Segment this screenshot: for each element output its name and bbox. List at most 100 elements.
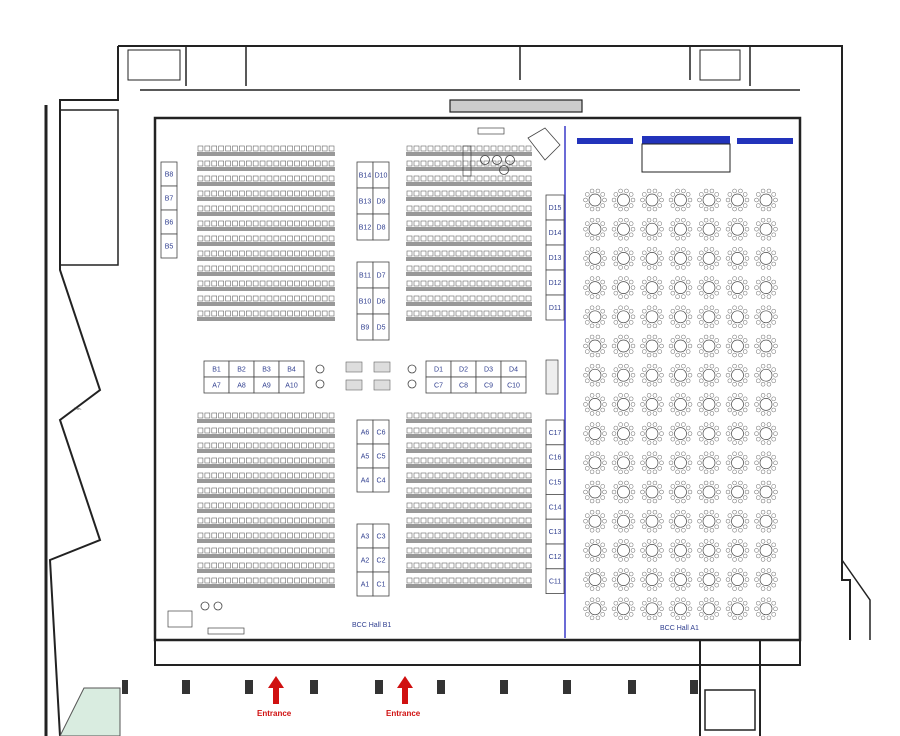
round-chair	[732, 294, 737, 299]
booth-c10[interactable]: C10	[500, 376, 527, 394]
table-row	[197, 167, 335, 171]
booth-d13[interactable]: D13	[545, 244, 565, 271]
round-chair	[714, 454, 719, 460]
booth-c14[interactable]: C14	[545, 493, 565, 520]
chair	[427, 577, 434, 584]
round-chair	[699, 454, 704, 460]
booth-b9[interactable]: B9	[356, 313, 374, 341]
round-chair	[595, 440, 601, 445]
round-chair	[600, 553, 605, 559]
booth-c16[interactable]: C16	[545, 444, 565, 470]
booth-a7[interactable]: A7	[203, 376, 230, 394]
booth-d14[interactable]: D14	[545, 219, 565, 246]
booth-a10[interactable]: A10	[278, 376, 305, 394]
booth-d7[interactable]: D7	[372, 261, 390, 289]
booth-b13[interactable]: B13	[356, 187, 374, 215]
chair	[266, 175, 273, 182]
booth-d4[interactable]: D4	[500, 360, 527, 378]
booth-b5[interactable]: B5	[160, 233, 178, 259]
booth-b8[interactable]: B8	[160, 161, 178, 187]
booth-c3[interactable]: C3	[372, 523, 390, 549]
booth-c5[interactable]: C5	[372, 443, 390, 469]
booth-c13[interactable]: C13	[545, 518, 565, 545]
round-chair	[624, 381, 629, 387]
round-chair	[760, 568, 766, 573]
chair	[406, 205, 413, 212]
booth-b2[interactable]: B2	[228, 360, 255, 378]
booth-d10[interactable]: D10	[372, 161, 390, 189]
booth-c6[interactable]: C6	[372, 419, 390, 445]
booth-a5[interactable]: A5	[356, 443, 374, 469]
booth-c11[interactable]: C11	[545, 568, 565, 594]
chair	[420, 532, 427, 539]
chair	[441, 472, 448, 479]
round-chair	[685, 513, 691, 518]
booth-c15[interactable]: C15	[545, 469, 565, 495]
round-chair	[732, 276, 737, 281]
booth-d6[interactable]: D6	[372, 287, 390, 315]
booth-b10[interactable]: B10	[356, 287, 374, 315]
booth-d8[interactable]: D8	[372, 213, 390, 241]
entrance-left[interactable]: Entrance	[257, 676, 292, 718]
booth-c9[interactable]: C9	[475, 376, 502, 394]
round-chair	[628, 338, 634, 343]
booth-c7[interactable]: C7	[425, 376, 452, 394]
booth-b14[interactable]: B14	[356, 161, 374, 189]
chair	[314, 412, 321, 419]
round-chair	[703, 539, 709, 544]
chair	[511, 250, 518, 257]
chair	[413, 250, 420, 257]
round-table	[674, 544, 687, 557]
booth-d12[interactable]: D12	[545, 269, 565, 296]
booth-d1[interactable]: D1	[425, 360, 452, 378]
booth-c12[interactable]: C12	[545, 543, 565, 570]
booth-a3[interactable]: A3	[356, 523, 374, 549]
chair	[252, 175, 259, 182]
booth-b7[interactable]: B7	[160, 185, 178, 211]
entrance-right[interactable]: Entrance	[386, 676, 421, 718]
booth-a8[interactable]: A8	[228, 376, 255, 394]
chair	[287, 427, 293, 434]
booth-b1[interactable]: B1	[203, 360, 230, 378]
chair	[308, 442, 314, 449]
booth-b11[interactable]: B11	[356, 261, 374, 289]
round-chair	[613, 454, 619, 460]
booth-b3[interactable]: B3	[253, 360, 280, 378]
booth-d15[interactable]: D15	[545, 194, 565, 221]
booth-b12[interactable]: B12	[356, 213, 374, 241]
chair	[273, 175, 280, 182]
booth-a2[interactable]: A2	[356, 547, 374, 573]
booth-b4[interactable]: B4	[278, 360, 305, 378]
booth-c8[interactable]: C8	[450, 376, 477, 394]
booth-d3[interactable]: D3	[475, 360, 502, 378]
round-table	[759, 514, 773, 528]
booth-d5[interactable]: D5	[372, 313, 390, 341]
booth-d9[interactable]: D9	[372, 187, 390, 215]
booth-d11[interactable]: D11	[545, 294, 565, 321]
round-chair	[716, 489, 721, 495]
chair	[427, 190, 434, 197]
booth-c4[interactable]: C4	[372, 467, 390, 493]
booth-a1[interactable]: A1	[356, 571, 374, 597]
round-chair	[628, 320, 634, 325]
booth-d2[interactable]: D2	[450, 360, 477, 378]
round-chair	[668, 343, 674, 349]
chair	[266, 310, 273, 317]
round-chair	[738, 323, 743, 329]
booth-a4[interactable]: A4	[356, 467, 374, 493]
chair	[497, 472, 504, 479]
booth-c1[interactable]: C1	[372, 571, 390, 597]
round-chair	[773, 460, 778, 466]
booth-b6[interactable]: B6	[160, 209, 178, 235]
round-chair	[727, 203, 733, 208]
round-chair	[642, 571, 647, 577]
chair	[204, 562, 211, 569]
booth-c17[interactable]: C17	[545, 419, 565, 446]
chair	[413, 235, 420, 242]
booth-a9[interactable]: A9	[253, 376, 280, 394]
table-row	[197, 272, 335, 276]
booth-a6[interactable]: A6	[356, 419, 374, 445]
round-chair	[742, 192, 748, 197]
chair	[455, 412, 462, 419]
booth-c2[interactable]: C2	[372, 547, 390, 573]
